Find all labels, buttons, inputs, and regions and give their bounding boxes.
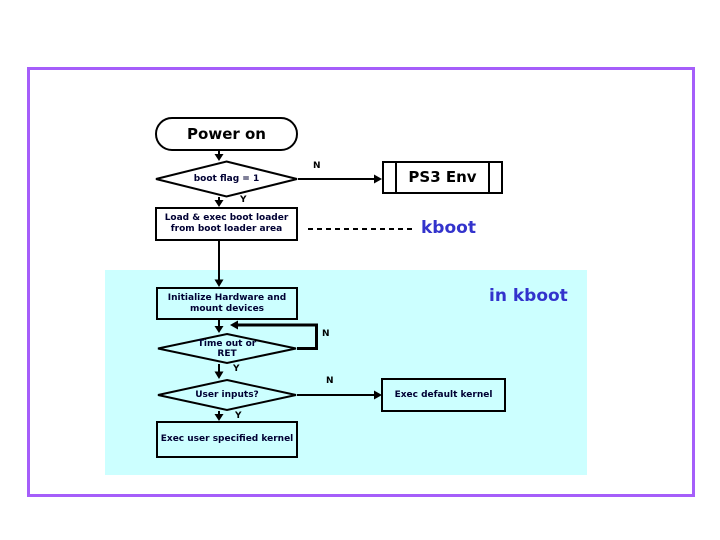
edge-label-userinputs-no: N [326,376,334,386]
arrow-userinputs-to-execdefault [297,390,382,400]
load-boot-loader-process: Load & exec boot loader from boot loader… [155,207,298,241]
timeout-diamond-shape [157,332,297,365]
edge-label-bootflag-yes: Y [240,195,247,205]
exec-default-kernel-process: Exec default kernel [381,378,506,412]
ps3-env-predefined-process: PS3 Env [382,161,503,194]
loopback-arrow-timeout-no [230,320,318,350]
exec-user-kernel-process: Exec user specified kernel [156,421,298,458]
init-hardware-process: Initialize Hardware and mount devices [156,287,298,320]
arrow-timeout-to-userinputs [214,364,224,379]
in-kboot-region [105,270,587,475]
edge-label-timeout-no: N [322,329,330,339]
arrow-bootflag-to-loadbox [214,197,224,207]
edge-label-bootflag-no: N [313,161,321,171]
edge-label-userinputs-yes: Y [235,411,242,421]
power-on-terminator: Power on [155,117,298,151]
in-kboot-annotation: in kboot [489,286,568,306]
arrow-bootflag-to-ps3env [298,174,382,184]
arrow-loadbox-to-inithw [214,241,224,287]
user-inputs-decision-label: User inputs? [195,390,259,400]
user-inputs-diamond-shape [157,378,297,412]
arrow-userinputs-to-execuser [214,411,224,421]
kboot-annotation: kboot [421,218,476,238]
boot-flag-diamond-shape [155,160,298,198]
boot-flag-decision-label: boot flag = 1 [193,174,260,184]
edge-label-timeout-yes: Y [233,364,240,374]
arrow-inithw-to-timeout [214,320,224,333]
timeout-decision-label: Time out or RET [197,338,257,359]
arrow-poweron-to-bootflag [214,151,224,161]
